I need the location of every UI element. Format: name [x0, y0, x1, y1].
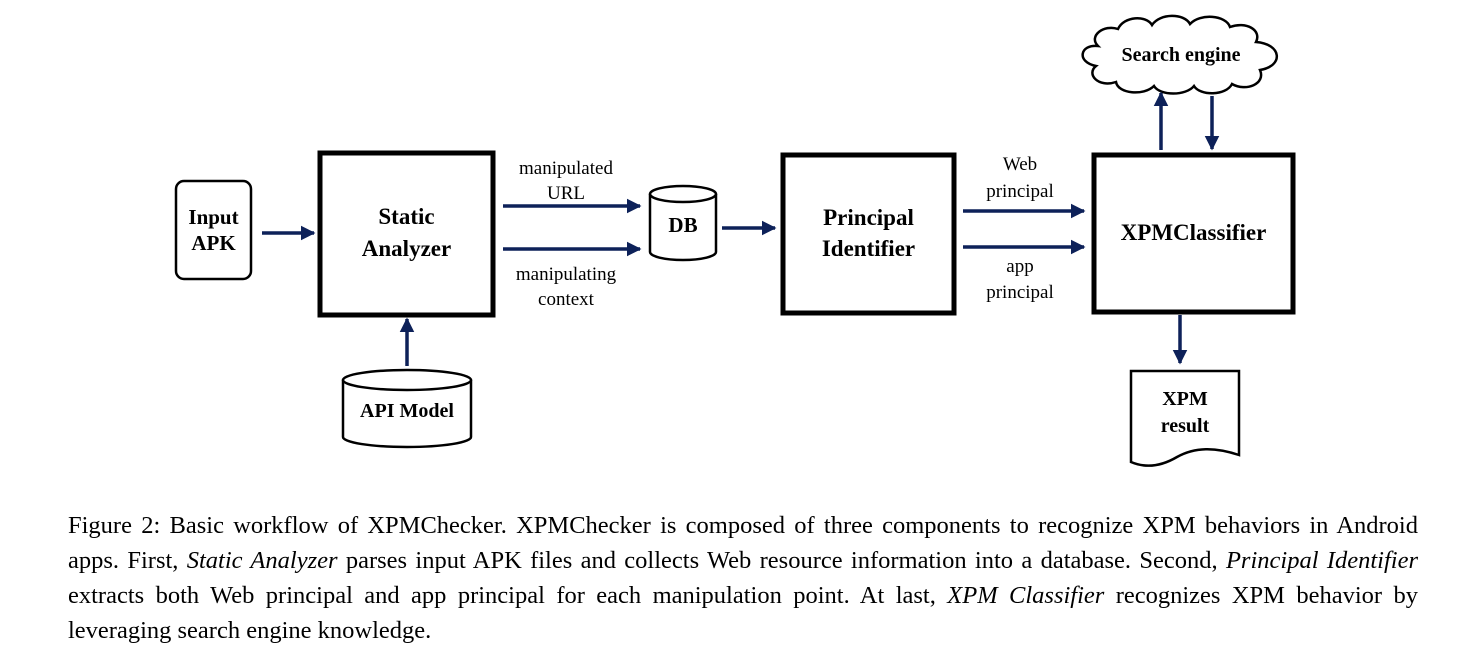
xpm-classifier-label: XPMClassifier — [1121, 220, 1267, 245]
caption-text-1: Figure 2: Basic workflow of XPMChecker. … — [68, 512, 1418, 574]
manipulated-url-label-line1: manipulated — [519, 158, 613, 179]
input-apk-label-line1: Input — [188, 205, 238, 229]
static-analyzer-node: Static Analyzer — [317, 150, 496, 318]
caption-text-3: extracts both Web principal and app prin… — [68, 582, 948, 609]
caption-text-2: parses input APK files and collects Web … — [337, 547, 1226, 574]
caption-principal-identifier: Principal Identifier — [1225, 547, 1418, 574]
principal-identifier-label-line1: Principal — [823, 205, 914, 230]
input-apk-label-line2: APK — [191, 231, 236, 255]
xpm-classifier-node: XPMClassifier — [1091, 152, 1296, 315]
db-label: DB — [668, 213, 697, 237]
api-model-label: API Model — [360, 400, 454, 422]
manipulated-url-label-line2: URL — [547, 183, 585, 204]
manipulating-context-label-line1: manipulating — [516, 264, 617, 285]
figure-caption: Figure 2: Basic workflow of XPMChecker. … — [68, 508, 1418, 648]
api-model-node: API Model — [341, 368, 473, 449]
caption-xpm-classifier: XPM Classifier — [947, 582, 1105, 609]
manipulating-context-label-line2: context — [538, 289, 595, 310]
search-engine-cloud: Search engine — [1081, 14, 1279, 95]
app-principal-label-line1: app — [1006, 256, 1033, 277]
xpm-result-label-line2: result — [1161, 415, 1210, 437]
web-principal-label-line2: principal — [986, 181, 1054, 202]
web-principal-label-line1: Web — [1003, 154, 1037, 175]
static-analyzer-label-line1: Static — [378, 204, 434, 229]
app-principal-label-line2: principal — [986, 282, 1054, 303]
search-engine-label: Search engine — [1121, 44, 1240, 66]
db-node: DB — [648, 184, 718, 262]
caption-static-analyzer: Static Analyzer — [186, 547, 338, 574]
xpm-result-label-line1: XPM — [1162, 388, 1208, 410]
caption-text-4: recognizes XPM behavior by leveraging se… — [68, 582, 1418, 644]
principal-identifier-node: Principal Identifier — [780, 152, 957, 316]
static-analyzer-label-line2: Analyzer — [362, 236, 451, 261]
principal-identifier-label-line2: Identifier — [822, 236, 915, 261]
workflow-diagram: Input APK Static Analyzer DB Principal I… — [174, 14, 1296, 467]
xpm-result-node: XPM result — [1129, 369, 1241, 467]
input-apk-node: Input APK — [174, 179, 253, 281]
